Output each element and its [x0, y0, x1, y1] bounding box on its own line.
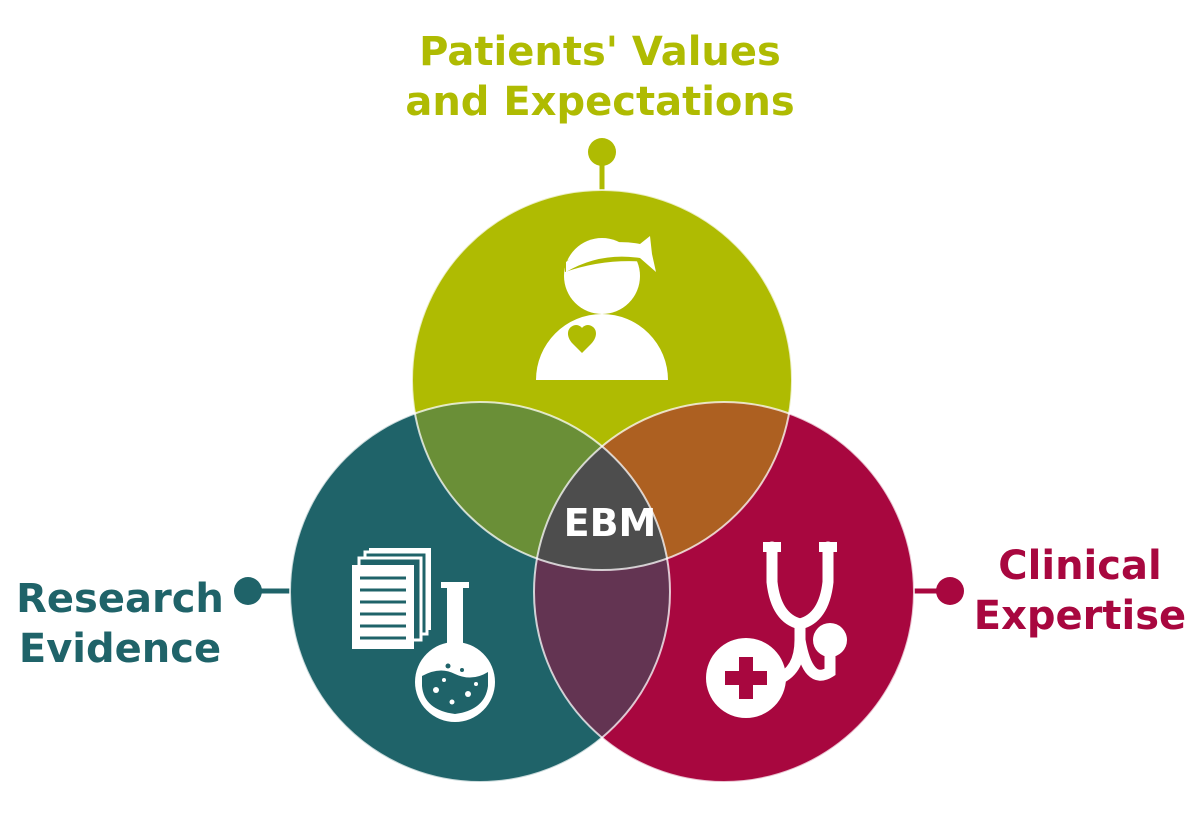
label-research-line2: Evidence — [18, 626, 222, 672]
documents-flask-icon — [352, 548, 495, 722]
label-research-line1: Research — [16, 576, 224, 622]
stethoscope-icon — [706, 541, 847, 718]
patient-icon — [536, 236, 668, 380]
connector-right — [912, 577, 964, 605]
label-research-evidence: Research Evidence — [0, 574, 240, 674]
connector-left — [234, 577, 292, 605]
label-clinical-line2: Expertise — [973, 593, 1187, 639]
overlap-center — [534, 402, 670, 570]
connector-top — [588, 138, 616, 192]
label-clinical-line1: Clinical — [998, 543, 1162, 589]
label-patients-values: Patients' Values and Expectations — [350, 27, 850, 127]
label-ebm: EBM — [563, 501, 657, 545]
label-clinical-expertise: Clinical Expertise — [960, 541, 1200, 641]
circle-outlines — [289, 189, 915, 783]
label-patients-line2: and Expectations — [405, 79, 795, 125]
label-patients-line1: Patients' Values — [419, 29, 781, 75]
